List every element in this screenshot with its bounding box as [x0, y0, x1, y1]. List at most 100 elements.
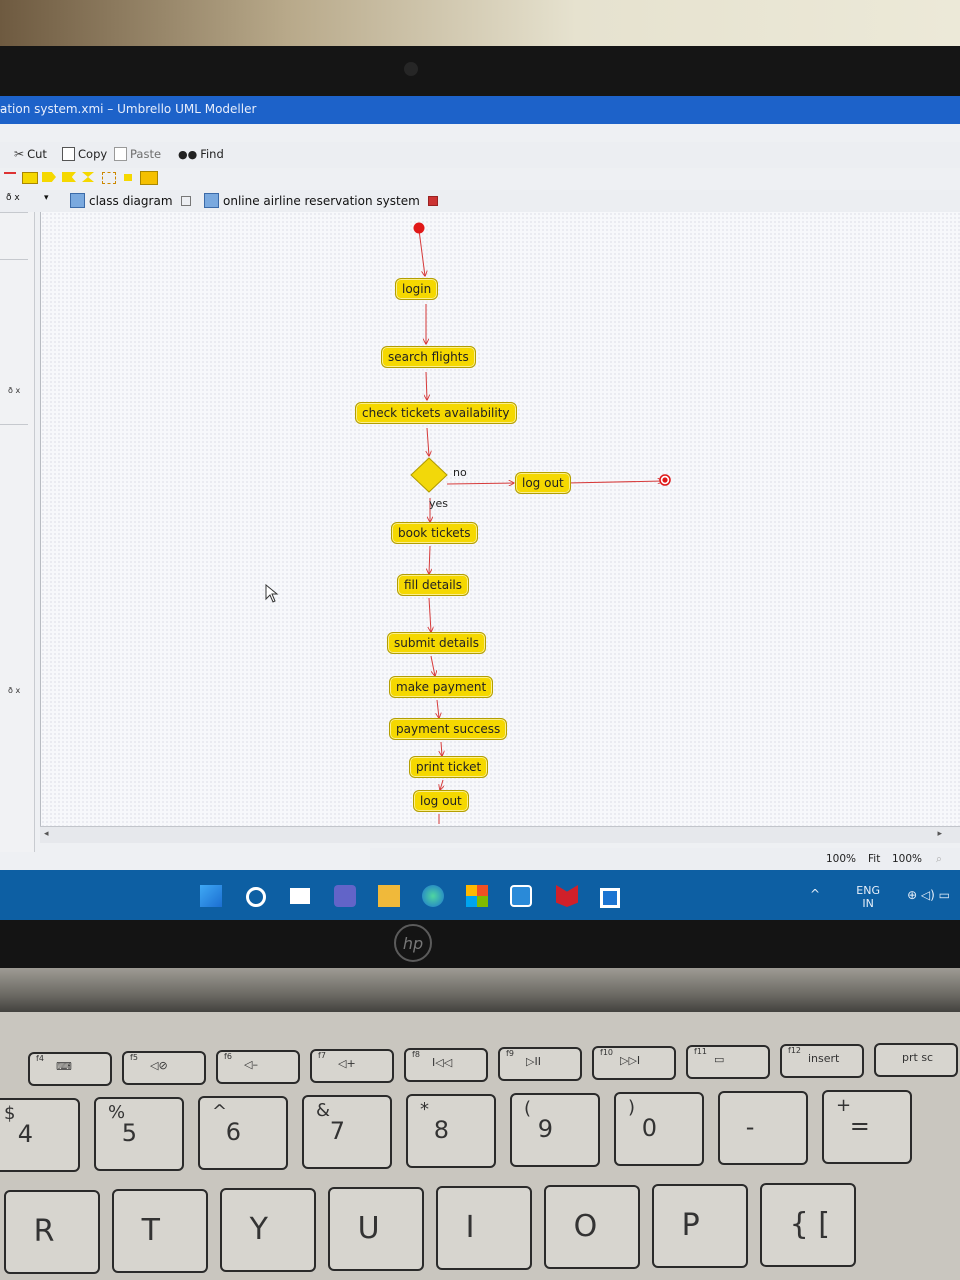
- activity-print-ticket[interactable]: print ticket: [409, 756, 489, 778]
- arrow-tool-icon[interactable]: [4, 172, 16, 184]
- number-key-shift: *: [420, 1098, 430, 1120]
- number-key[interactable]: -: [718, 1091, 808, 1165]
- horizontal-scrollbar[interactable]: ◂ ▸: [40, 826, 960, 843]
- letter-key[interactable]: { [: [760, 1183, 856, 1267]
- activity-search-flights[interactable]: search flights: [381, 346, 476, 368]
- activity-fill-details[interactable]: fill details: [397, 574, 470, 596]
- letter-key[interactable]: O: [544, 1185, 640, 1269]
- letter-key[interactable]: P: [652, 1184, 748, 1268]
- close-tab-icon[interactable]: [180, 195, 191, 206]
- function-key[interactable]: f7◁+: [310, 1049, 394, 1083]
- number-key[interactable]: &7: [302, 1095, 392, 1169]
- activity-check-tickets-availability[interactable]: check tickets availability: [355, 402, 517, 424]
- hourglass-tool-icon[interactable]: [82, 172, 94, 182]
- function-key[interactable]: f6◁–: [216, 1050, 300, 1084]
- function-key[interactable]: f11▭: [686, 1045, 770, 1079]
- activity-payment-success[interactable]: payment success: [389, 718, 508, 740]
- file-explorer-icon[interactable]: [378, 885, 400, 907]
- laptop-hinge: [0, 968, 960, 1014]
- tab-online-airline-reservation-system[interactable]: online airline reservation system: [204, 193, 438, 208]
- tab-class-diagram[interactable]: class diagram: [70, 193, 191, 208]
- number-key-main: 0: [641, 1113, 658, 1142]
- dock-close-icon[interactable]: ð x: [8, 686, 21, 695]
- number-key[interactable]: %5: [94, 1097, 184, 1171]
- copy-button[interactable]: Copy: [62, 147, 107, 161]
- teams-chat-icon[interactable]: [334, 885, 356, 907]
- activity-login[interactable]: login: [395, 278, 439, 300]
- number-key[interactable]: *8: [406, 1094, 496, 1168]
- number-key[interactable]: (9: [510, 1093, 600, 1167]
- diagram-canvas[interactable]: login search flights check tickets avail…: [40, 212, 960, 842]
- function-key-symbol: ▷▷I: [620, 1054, 641, 1067]
- letter-key[interactable]: T: [112, 1189, 208, 1273]
- number-key[interactable]: +=: [822, 1090, 912, 1164]
- initial-node[interactable]: [413, 222, 425, 234]
- zoom-level: 100%: [826, 853, 857, 865]
- region-tool-icon[interactable]: [102, 172, 116, 184]
- scroll-left-icon[interactable]: ◂: [44, 829, 49, 839]
- object-node-tool-icon[interactable]: [140, 171, 158, 185]
- mcafee-icon[interactable]: [556, 885, 578, 907]
- tray-overflow-icon[interactable]: ^: [809, 887, 820, 901]
- letter-key[interactable]: I: [436, 1186, 532, 1270]
- decision-node[interactable]: [410, 457, 448, 493]
- window-titlebar[interactable]: ation system.xmi – Umbrello UML Modeller…: [0, 96, 960, 124]
- number-key-shift: &: [316, 1099, 331, 1121]
- cut-button[interactable]: ✂ Cut: [14, 147, 47, 161]
- activity-book-tickets[interactable]: book tickets: [391, 522, 478, 544]
- zoom-search-icon[interactable]: ⌕: [936, 853, 942, 865]
- number-key-main: 6: [225, 1117, 242, 1146]
- activity-log-out[interactable]: log out: [413, 790, 469, 812]
- dock-close-icon[interactable]: ð x: [6, 193, 20, 203]
- microsoft-store-icon[interactable]: [466, 885, 488, 907]
- note-tool-icon[interactable]: [22, 172, 38, 184]
- minimize-button[interactable]: –: [0, 102, 6, 116]
- number-key[interactable]: ^6: [198, 1096, 288, 1170]
- number-key-shift: ): [628, 1096, 636, 1118]
- left-dock-panels: ð x ð x: [0, 212, 35, 852]
- flow-book-to-fill: [429, 545, 430, 574]
- app-window-icon[interactable]: [600, 888, 620, 908]
- tree-view-panel[interactable]: [0, 212, 28, 260]
- activity-log-out-no[interactable]: log out: [515, 472, 571, 494]
- function-key[interactable]: f5◁⊘: [122, 1051, 206, 1085]
- edge-browser-icon[interactable]: [422, 885, 444, 907]
- language-indicator[interactable]: ENG IN: [856, 884, 880, 910]
- find-button[interactable]: ●● Find: [178, 147, 224, 161]
- activity-final-node-dot: [662, 477, 668, 483]
- function-key[interactable]: f9▷II: [498, 1047, 582, 1081]
- dock-close-icon[interactable]: ð x: [8, 386, 21, 395]
- help-icon[interactable]: [510, 885, 532, 907]
- number-key-shift: +: [836, 1094, 852, 1116]
- accept-tool-icon[interactable]: [62, 172, 76, 182]
- search-icon[interactable]: [246, 887, 266, 907]
- system-tray-icons[interactable]: ⊕ ◁) ▭: [907, 888, 950, 902]
- paste-button[interactable]: Paste: [114, 147, 161, 161]
- start-icon[interactable]: [200, 885, 222, 907]
- letter-key[interactable]: R: [4, 1190, 100, 1274]
- function-key[interactable]: f4⌨: [28, 1052, 112, 1086]
- diagram-icon: [204, 193, 219, 208]
- pin-tool-icon[interactable]: [124, 174, 132, 181]
- scroll-right-icon[interactable]: ▸: [937, 829, 942, 839]
- function-key-symbol: ▭: [714, 1053, 725, 1066]
- number-key-shift: $: [4, 1102, 16, 1124]
- function-key[interactable]: prt sc: [874, 1043, 958, 1077]
- signal-tool-icon[interactable]: [42, 172, 56, 182]
- function-key[interactable]: f10▷▷I: [592, 1046, 676, 1080]
- tab-list-icon[interactable]: ▾: [44, 193, 49, 203]
- number-key[interactable]: $4: [0, 1098, 80, 1172]
- task-view-icon[interactable]: [290, 888, 310, 904]
- function-key-label: f6: [224, 1052, 232, 1061]
- zoom-reset-button[interactable]: 100%: [892, 853, 923, 865]
- activity-make-payment[interactable]: make payment: [389, 676, 494, 698]
- letter-key[interactable]: Y: [220, 1188, 316, 1272]
- letter-key-label: { [: [789, 1207, 830, 1243]
- close-tab-icon[interactable]: [427, 195, 438, 206]
- fit-button[interactable]: Fit: [868, 853, 881, 865]
- number-key[interactable]: )0: [614, 1092, 704, 1166]
- activity-submit-details[interactable]: submit details: [387, 632, 486, 654]
- letter-key[interactable]: U: [328, 1187, 424, 1271]
